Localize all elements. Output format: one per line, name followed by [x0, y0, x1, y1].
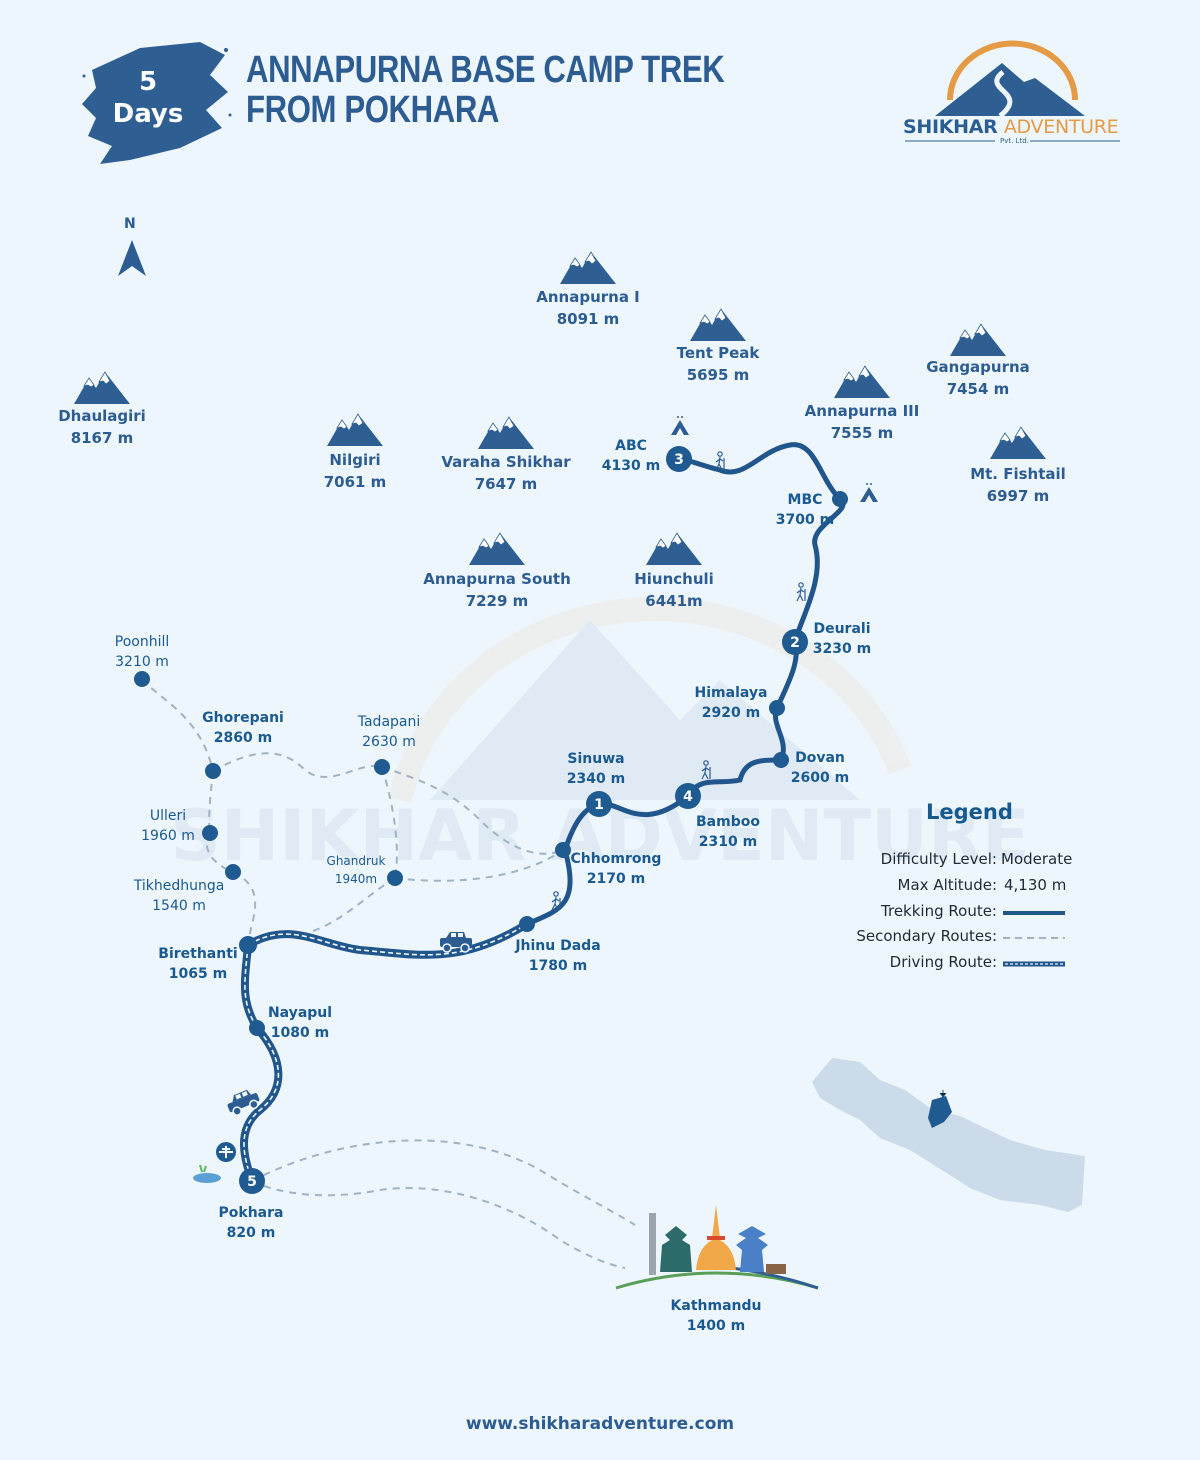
day-marker-3: [666, 446, 692, 472]
kathmandu-skyline-icon: [615, 1205, 819, 1290]
day-marker-5: [239, 1168, 265, 1194]
company-logo-subtitle: Pvt. Ltd.: [1000, 137, 1029, 145]
legend-max-altitude-value: 4,130 m: [1004, 876, 1067, 894]
legend-driving-label: Driving Route:: [889, 953, 997, 971]
day-marker-4: [675, 783, 701, 809]
legend-title: Legend: [926, 800, 1013, 824]
driving-route: [240, 920, 530, 1183]
north-label: N: [124, 216, 136, 232]
svg-text:5: 5: [247, 1174, 257, 1190]
svg-text:1: 1: [594, 797, 604, 813]
camp-icon: [860, 483, 878, 502]
watermark: SHIKHAR ADVENTURE: [170, 597, 1030, 877]
duration-number: 5: [138, 67, 158, 97]
duration-badge: 5 Days: [88, 66, 208, 130]
svg-text:4: 4: [683, 789, 693, 805]
day-marker-1: [586, 791, 612, 817]
company-logo-name: SHIKHAR ADVENTURE: [903, 116, 1119, 138]
legend-secondary-label: Secondary Routes:: [856, 927, 997, 945]
legend-max-altitude-label: Max Altitude:: [897, 876, 997, 894]
page-title: ANNAPURNA BASE CAMP TREK FROM POKHARA: [246, 49, 725, 131]
hiker-icon: [796, 582, 806, 602]
duration-unit: Days: [112, 99, 184, 129]
svg-text:3: 3: [674, 452, 684, 468]
legend-trekking-label: Trekking Route:: [881, 902, 997, 920]
hiker-icon: [715, 451, 725, 471]
annapurna-region-highlight: [928, 1096, 952, 1128]
website-link[interactable]: www.shikharadventure.com: [465, 1414, 735, 1434]
north-arrow-icon: [118, 240, 146, 276]
day-marker-2: [782, 629, 808, 655]
legend-difficulty-label: Difficulty Level:: [880, 850, 997, 868]
svg-text:2: 2: [790, 635, 800, 651]
days-badge-brush: [82, 42, 228, 164]
legend-difficulty-value: Moderate: [1001, 850, 1073, 868]
nepal-location-map: [812, 1058, 1085, 1212]
company-logo-mark: [905, 40, 1120, 142]
lake-icon: [193, 1173, 221, 1183]
title-line-1: ANNAPURNA BASE CAMP TREK: [246, 49, 725, 91]
camp-icon: [671, 416, 689, 435]
title-line-2: FROM POKHARA: [246, 89, 500, 131]
